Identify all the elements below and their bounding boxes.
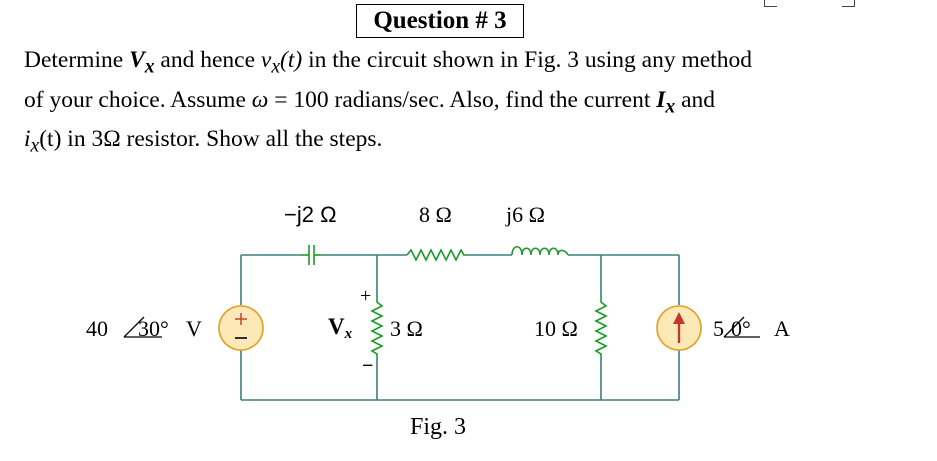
question-text: Determine Vx and hence vx(t) in the circ…	[24, 44, 924, 163]
resistor-3-symbol	[370, 298, 384, 357]
resistor-8-symbol	[406, 248, 467, 262]
current-source-symbol	[656, 305, 702, 351]
resistor-8-label: 8 Ω	[419, 202, 452, 227]
voltage-source-symbol	[218, 305, 264, 351]
figure-caption: Fig. 3	[410, 414, 466, 440]
current-source-magnitude: 5	[713, 316, 724, 341]
resistor-3-label: 3 Ω	[390, 316, 423, 341]
bracket-corner-right	[842, 0, 855, 7]
current-source-unit: A	[774, 316, 790, 341]
ix-time-symbol: ix	[24, 126, 40, 158]
ix-phasor-symbol: Ix	[656, 86, 676, 118]
resistor-10-symbol	[594, 298, 608, 357]
voltage-source-magnitude: 40	[86, 316, 108, 341]
voltage-source-unit: V	[186, 316, 202, 341]
bracket-corner-left	[764, 0, 777, 7]
vx-plus-sign: +	[360, 285, 371, 307]
circuit-wires	[240, 254, 680, 401]
omega-symbol: ω	[251, 86, 269, 113]
angle-symbol-icon	[123, 316, 162, 338]
capacitor-label: −j2 Ω	[284, 202, 337, 227]
voltage-source-angle: 30°	[138, 316, 169, 341]
inductor-symbol	[511, 245, 569, 256]
vx-label: Vx	[328, 314, 353, 342]
line1: Determine Vx and hence vx(t) in the circ…	[24, 47, 752, 78]
vx-time-symbol: vx(t)	[260, 47, 303, 78]
vx-minus-sign: −	[362, 355, 373, 377]
question-title: Question # 3	[356, 4, 524, 38]
inductor-label: j6 Ω	[505, 202, 545, 227]
vx-phasor-symbol: Vx	[129, 47, 155, 78]
line3: ix(t) in 3Ω resistor. Show all the steps…	[24, 126, 383, 158]
resistor-10-label: 10 Ω	[534, 316, 578, 341]
current-source-angle: 0°	[731, 316, 751, 341]
line2: of your choice. Assume ω = 100 radians/s…	[24, 86, 715, 118]
angle-symbol-icon	[723, 316, 760, 338]
capacitor-symbol	[302, 245, 321, 265]
